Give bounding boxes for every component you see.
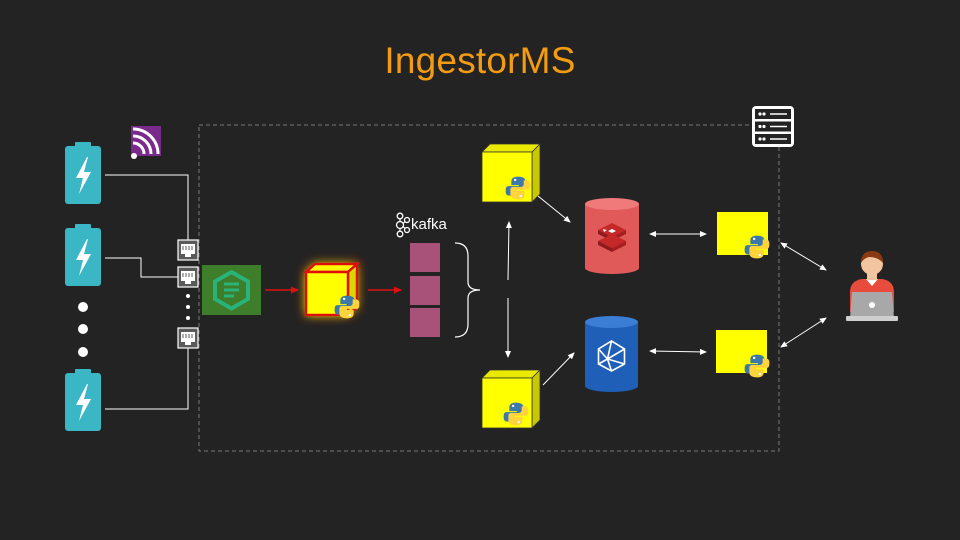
ellipsis-dot: [78, 302, 88, 312]
connection-line: [105, 257, 178, 278]
data-flow-arrow: [649, 348, 707, 355]
api-service-icon: [717, 212, 770, 259]
consumer-service-icon: [481, 143, 541, 203]
battery-icon: [65, 224, 101, 286]
graph-database-icon: [585, 316, 638, 392]
ellipsis-dot: [78, 324, 88, 334]
consumer-service-icon: [481, 369, 541, 429]
ellipsis-dot: [186, 294, 190, 298]
data-flow-arrow: [537, 195, 571, 223]
kafka-label: kafka: [411, 216, 448, 233]
ingestor-service-icon: [302, 261, 361, 319]
brace: [454, 242, 481, 338]
data-flow-arrow: [505, 221, 512, 281]
kafka-partition: [410, 276, 440, 305]
ellipsis-dot: [78, 347, 88, 357]
data-flow-arrow: [780, 317, 827, 348]
kafka-logo-icon: [395, 212, 411, 238]
ethernet-port-icon: [177, 327, 199, 349]
redis-database-icon: [585, 198, 639, 274]
diagram-title: IngestorMS: [384, 40, 576, 81]
server-icon: [752, 106, 794, 147]
ethernet-port-icon: [177, 239, 199, 261]
battery-icon: [65, 369, 101, 431]
kafka-partition: [410, 243, 440, 272]
kafka-partition: [410, 308, 440, 337]
connection-line: [105, 347, 189, 410]
data-flow-arrow: [780, 242, 827, 271]
battery-icon: [65, 142, 101, 204]
user-at-laptop-icon: [846, 251, 898, 321]
api-service-icon: [716, 330, 770, 378]
service-boundary: [198, 124, 780, 452]
rss-feed-icon: [131, 126, 161, 159]
ellipsis-dot: [186, 305, 190, 309]
connection-line: [105, 174, 189, 240]
ellipsis-dot: [186, 316, 190, 320]
data-flow-arrow: [542, 352, 575, 386]
message-broker-icon: [202, 265, 261, 315]
ethernet-port-icon: [177, 266, 199, 288]
